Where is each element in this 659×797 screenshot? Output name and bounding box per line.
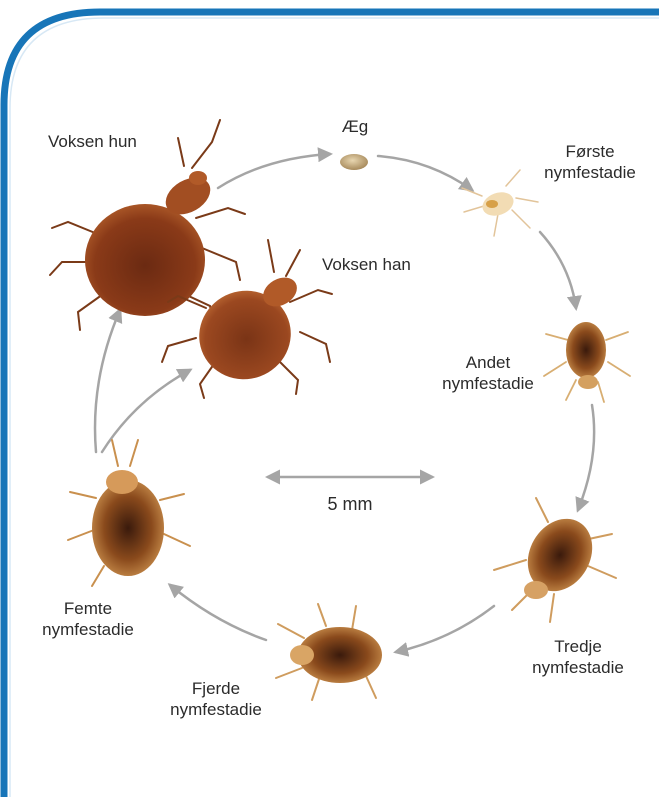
arrow-first-to-second	[540, 232, 576, 308]
label-first-nymph: Første nymfestadie	[530, 141, 650, 183]
label-first-nymph-line2: nymfestadie	[530, 162, 650, 183]
first-nymph-image	[462, 170, 538, 236]
third-nymph-image	[494, 498, 616, 622]
label-second-nymph: Andet nymfestadie	[428, 352, 548, 394]
label-third-nymph: Tredje nymfestadie	[518, 636, 638, 678]
label-second-nymph-line1: Andet	[428, 352, 548, 373]
label-third-nymph-line1: Tredje	[518, 636, 638, 657]
label-fifth-nymph-line1: Femte	[28, 598, 148, 619]
label-egg: Æg	[338, 116, 372, 137]
label-fourth-nymph-line2: nymfestadie	[156, 699, 276, 720]
arrow-second-to-third	[578, 405, 594, 510]
label-fourth-nymph-line1: Fjerde	[156, 678, 276, 699]
second-nymph-image	[544, 322, 630, 402]
label-second-nymph-line2: nymfestadie	[428, 373, 548, 394]
arrow-adult-to-egg	[218, 154, 330, 188]
arrow-third-to-fourth	[396, 606, 494, 652]
label-adult-male: Voksen han	[322, 254, 411, 275]
fifth-nymph-image	[68, 440, 190, 586]
egg-image	[340, 154, 368, 170]
arrow-egg-to-first	[378, 156, 472, 190]
label-fifth-nymph: Femte nymfestadie	[28, 598, 148, 640]
label-first-nymph-line1: Første	[530, 141, 650, 162]
label-third-nymph-line2: nymfestadie	[518, 657, 638, 678]
arrow-fourth-to-fifth	[170, 585, 266, 640]
label-fourth-nymph: Fjerde nymfestadie	[156, 678, 276, 720]
arrow-fifth-to-male	[102, 370, 190, 452]
scale-label: 5 mm	[300, 494, 400, 515]
label-fifth-nymph-line2: nymfestadie	[28, 619, 148, 640]
fourth-nymph-image	[276, 604, 382, 700]
label-adult-female: Voksen hun	[48, 131, 137, 152]
